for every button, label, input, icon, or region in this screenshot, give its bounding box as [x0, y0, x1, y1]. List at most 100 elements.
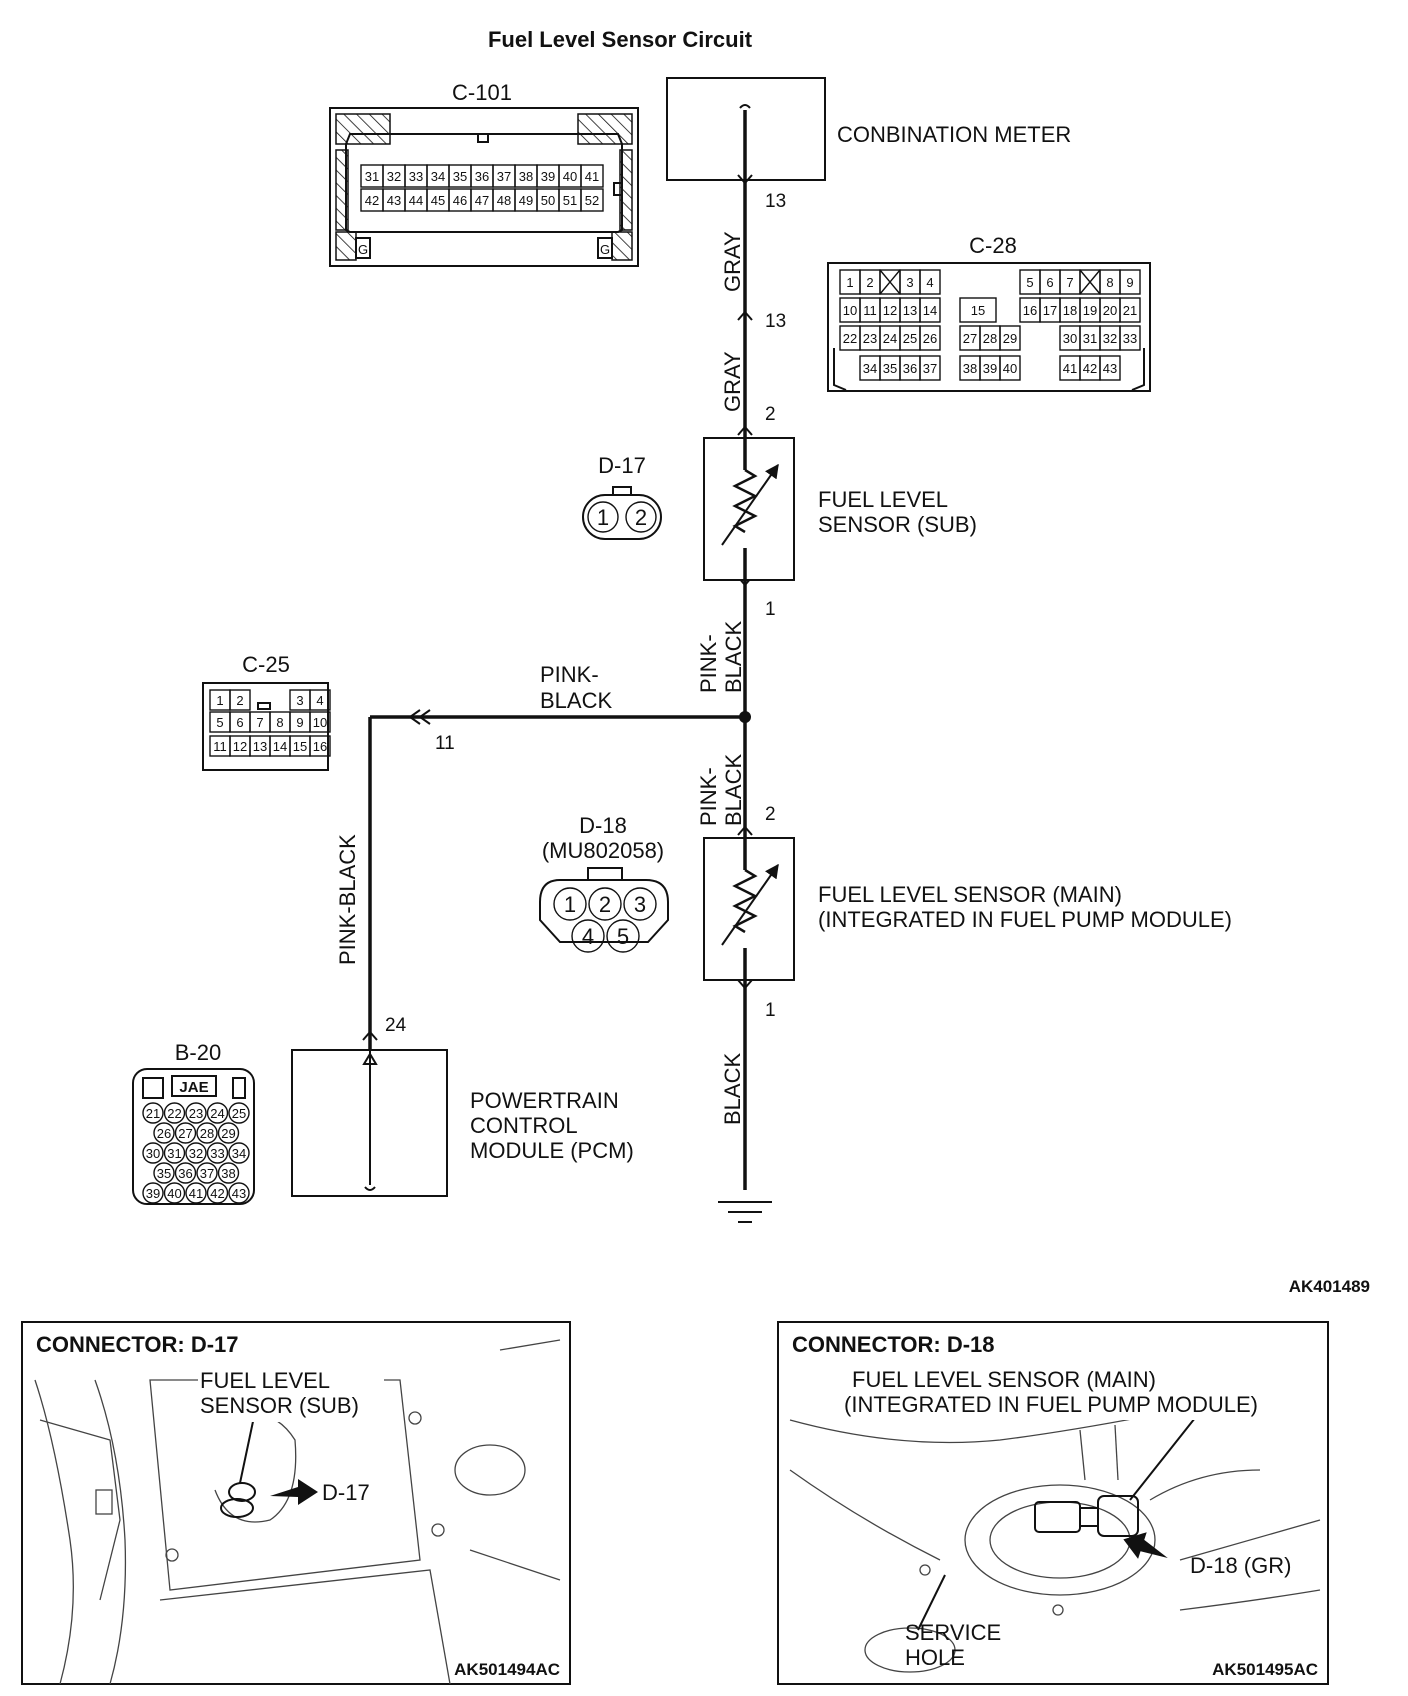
wire-label-pink-pcm: PINK-BLACK: [335, 834, 360, 965]
main-wire: [368, 110, 751, 1190]
b20-brand: JAE: [179, 1079, 208, 1096]
panel-right-service-1: SERVICE: [905, 1620, 1001, 1645]
c28-pin-25: 25: [903, 331, 917, 346]
c101-pin-44: 44: [409, 193, 423, 208]
combination-meter: CONBINATION METER: [666, 77, 1071, 181]
c28-pin-8: 8: [1106, 275, 1113, 290]
d18-pin-2: 2: [599, 892, 611, 917]
panel-left-label-1: FUEL LEVEL: [200, 1368, 330, 1393]
wire-chevrons: [362, 174, 753, 1041]
panel-left-code: AK501494AC: [454, 1660, 560, 1679]
b20-pin-30: 30: [146, 1146, 160, 1161]
c101-pin-51: 51: [563, 193, 577, 208]
wire-label-gray-lower: GRAY: [720, 351, 745, 412]
connector-c101-name: C-101: [452, 80, 512, 105]
diagram-title: Fuel Level Sensor Circuit: [488, 27, 753, 52]
b20-pin-21-ring: [142, 1102, 164, 1124]
splice-junction: [739, 711, 751, 723]
c25-pin-6: 6: [236, 715, 243, 730]
b20-pin-34-ring: [228, 1142, 250, 1164]
b20-pin-32-ring: [185, 1142, 207, 1164]
c28-pin-31: 31: [1083, 331, 1097, 346]
b20-pin-35: 35: [157, 1166, 171, 1181]
c28-pin-13: 13: [903, 303, 917, 318]
c28-pin-21-cell: [1119, 297, 1141, 323]
c101-pin-39: 39: [541, 169, 555, 184]
c101-pin-41-cell: [580, 164, 604, 188]
b20-pin-21: 21: [146, 1106, 160, 1121]
c28-pin-36: 36: [903, 361, 917, 376]
c28-pin-24: 24: [883, 331, 897, 346]
c101-pin-36: 36: [475, 169, 489, 184]
pcm-label-line3: MODULE (PCM): [470, 1138, 634, 1163]
figure-code: AK401489: [1289, 1277, 1370, 1296]
c25-pin-4-cell: [309, 689, 331, 711]
b20-pin-41: 41: [189, 1186, 203, 1201]
b20-pin-43: 43: [232, 1186, 246, 1201]
c28-pin-41: 41: [1063, 361, 1077, 376]
c28-pin-42: 42: [1083, 361, 1097, 376]
panel-right-code: AK501495AC: [1212, 1660, 1318, 1679]
d18-pin-4: 4: [582, 924, 594, 949]
b20-pin-28: 28: [200, 1126, 214, 1141]
b20-pin-39: 39: [146, 1186, 160, 1201]
pin-pcm-24: 24: [385, 1015, 407, 1036]
b20-pin-35-ring: [153, 1162, 175, 1184]
pin-sub-2: 2: [765, 404, 776, 425]
connector-d17-name: D-17: [598, 453, 646, 478]
pin-c25-11: 11: [435, 733, 455, 754]
c25-pin-3: 3: [296, 693, 303, 708]
c28-pin-27: 27: [963, 331, 977, 346]
c28-pin-39: 39: [983, 361, 997, 376]
c25-pin-9: 9: [296, 715, 303, 730]
c28-pin-11: 11: [863, 303, 877, 318]
b20-pin-25-ring: [228, 1102, 250, 1124]
pcm-label-line1: POWERTRAIN: [470, 1088, 619, 1113]
b20-pin-23: 23: [189, 1106, 203, 1121]
wire-label-pink-branch-1: PINK-: [540, 662, 599, 687]
b20-pin-40: 40: [167, 1186, 181, 1201]
c28-pin-14-cell: [919, 297, 941, 323]
c28-pin-35: 35: [883, 361, 897, 376]
c28-pin-29: 29: [1003, 331, 1017, 346]
b20-pin-42-ring: [206, 1182, 229, 1204]
b20-pin-37-ring: [196, 1162, 218, 1184]
c28-pin-34: 34: [863, 361, 877, 376]
d18-pin-1: 1: [564, 892, 576, 917]
c28-pin-4-cell: [919, 269, 941, 295]
c101-pin-49: 49: [519, 193, 533, 208]
c28-pin-37-cell: [919, 355, 941, 381]
c28-pin-5: 5: [1026, 275, 1033, 290]
c25-pin-16-cell: [309, 735, 331, 757]
b20-pin-36: 36: [178, 1166, 192, 1181]
pin-meter-13: 13: [765, 191, 786, 212]
connector-c25-name: C-25: [242, 652, 290, 677]
sensor-main-label-line2: (INTEGRATED IN FUEL PUMP MODULE): [818, 907, 1232, 932]
b20-pin-30-ring: [142, 1142, 164, 1164]
b20-pin-39-ring: [142, 1182, 164, 1204]
b20-pin-42: 42: [210, 1186, 224, 1201]
c28-pin-40: 40: [1003, 361, 1017, 376]
b20-pin-22: 22: [167, 1106, 181, 1121]
c101-pin-32: 32: [387, 169, 401, 184]
pin-main-2: 2: [765, 804, 776, 825]
c101-ground-1: G: [358, 242, 368, 257]
b20-pin-37: 37: [200, 1166, 214, 1181]
wire-label-pink-upper-2: BLACK: [721, 621, 746, 693]
c28-pin-32: 32: [1103, 331, 1117, 346]
c101-pin-37: 37: [497, 169, 511, 184]
fuel-level-sensor-sub: [703, 437, 795, 581]
d17-pin-1: 1: [597, 505, 609, 530]
c28-pin-23: 23: [863, 331, 877, 346]
c28-pin-26: 26: [923, 331, 937, 346]
c25-pin-4: 4: [316, 693, 323, 708]
c101-pin-42: 42: [365, 193, 379, 208]
c28-pin-16: 16: [1023, 303, 1037, 318]
c25-pin-10: 10: [313, 715, 327, 730]
panel-left-header: CONNECTOR: D-17: [36, 1332, 239, 1357]
panel-left-arrow-label: D-17: [322, 1480, 370, 1505]
